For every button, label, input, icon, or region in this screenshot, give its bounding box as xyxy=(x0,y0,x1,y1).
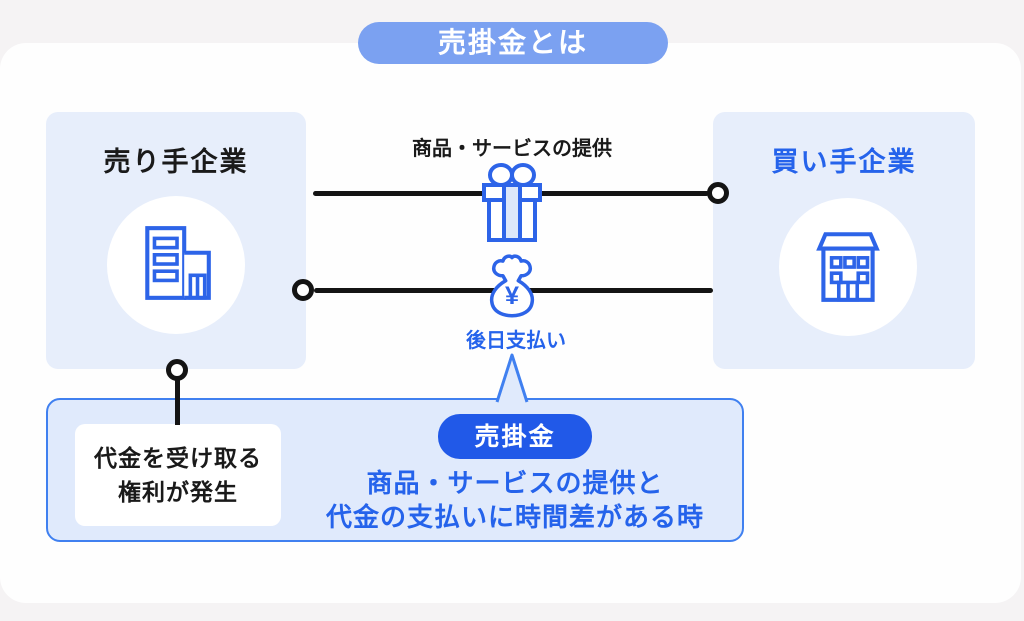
receivable-badge: 売掛金 xyxy=(438,414,592,459)
seller-panel: 売り手企業 xyxy=(46,112,306,369)
provide-flow-endpoint-ring xyxy=(707,182,729,204)
building-icon xyxy=(807,224,889,311)
provide-flow-label: 商品・サービスの提供 xyxy=(412,138,612,160)
note-line-2: 権利が発生 xyxy=(118,479,238,505)
yen-symbol: ¥ xyxy=(505,282,519,310)
definition-text: 商品・サービスの提供と 代金の支払いに時間差がある時 xyxy=(326,466,704,534)
buyer-avatar-circle xyxy=(779,198,917,336)
definition-column: 売掛金 商品・サービスの提供と 代金の支払いに時間差がある時 xyxy=(288,414,742,534)
definition-line-1: 商品・サービスの提供と xyxy=(366,468,664,498)
connector-line xyxy=(175,376,180,425)
office-building-icon xyxy=(135,222,217,309)
gift-icon xyxy=(480,162,544,249)
connector-ring xyxy=(166,359,188,381)
callout-pointer xyxy=(495,352,529,409)
buyer-title: 買い手企業 xyxy=(771,147,917,177)
payment-flow-label: 後日支払い xyxy=(466,330,566,352)
title-badge: 売掛金とは xyxy=(358,22,668,64)
note-line-1: 代金を受け取る xyxy=(94,445,262,471)
definition-callout: 代金を受け取る 権利が発生 売掛金 商品・サービスの提供と 代金の支払いに時間差… xyxy=(46,398,744,542)
seller-avatar-circle xyxy=(107,196,245,334)
definition-line-2: 代金の支払いに時間差がある時 xyxy=(325,502,704,532)
receivable-note-card: 代金を受け取る 権利が発生 xyxy=(75,424,281,526)
seller-title: 売り手企業 xyxy=(103,147,249,177)
buyer-panel: 買い手企業 xyxy=(713,112,975,369)
money-bag-icon: ¥ xyxy=(477,252,547,327)
payment-flow-endpoint-ring xyxy=(292,279,314,301)
